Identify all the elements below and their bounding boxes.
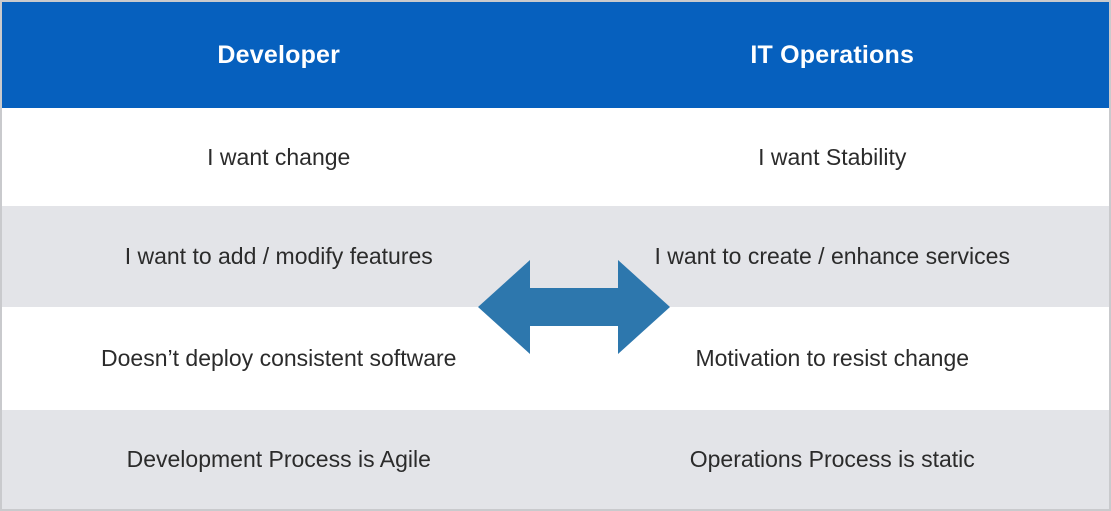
table-row: Development Process is Agile Operations … xyxy=(2,410,1109,509)
table-header: Developer IT Operations xyxy=(2,2,1109,108)
cell-itops-2: I want to create / enhance services xyxy=(555,206,1109,307)
table-row: I want to add / modify features I want t… xyxy=(2,206,1109,307)
cell-itops-4: Operations Process is static xyxy=(555,410,1109,509)
table-row: I want change I want Stability xyxy=(2,108,1109,206)
table-body: I want change I want Stability I want to… xyxy=(2,108,1109,509)
cell-developer-2: I want to add / modify features xyxy=(2,206,556,307)
cell-developer-1: I want change xyxy=(2,108,556,206)
column-header-developer: Developer xyxy=(2,2,556,108)
cell-developer-4: Development Process is Agile xyxy=(2,410,556,509)
table-row: Doesn’t deploy consistent software Motiv… xyxy=(2,307,1109,410)
cell-itops-1: I want Stability xyxy=(555,108,1109,206)
cell-itops-3: Motivation to resist change xyxy=(555,307,1109,410)
cell-developer-3: Doesn’t deploy consistent software xyxy=(2,307,556,410)
header-row: Developer IT Operations xyxy=(2,2,1109,108)
column-header-it-operations: IT Operations xyxy=(555,2,1109,108)
